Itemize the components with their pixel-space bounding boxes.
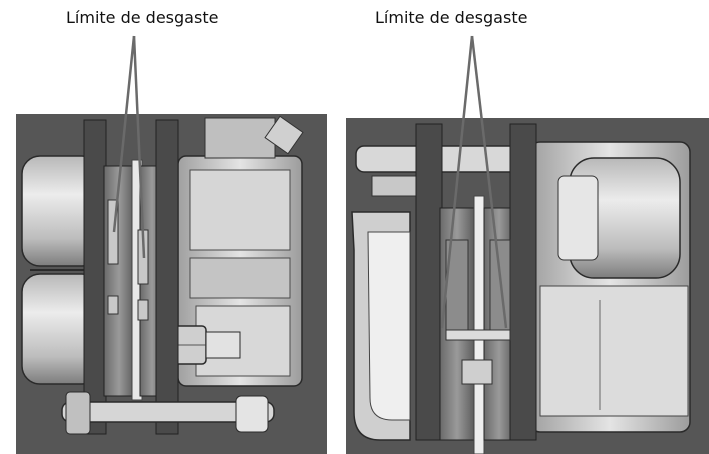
right-leader-line-2 bbox=[470, 35, 508, 329]
right-leader-line-1 bbox=[440, 35, 474, 329]
right-disc bbox=[473, 195, 485, 454]
left-wear-groove-1 bbox=[107, 199, 119, 265]
right-caliper-figure bbox=[346, 35, 709, 454]
left-guide-pin bbox=[61, 401, 275, 423]
wear-limit-label-right: Límite de desgaste bbox=[375, 8, 528, 27]
left-inner-plate bbox=[155, 119, 179, 435]
right-inner-plate bbox=[509, 123, 537, 441]
wear-limit-label-left: Límite de desgaste bbox=[66, 8, 219, 27]
left-outer-plate bbox=[83, 119, 107, 435]
left-caliper-figure bbox=[16, 35, 327, 454]
left-leader-line-2 bbox=[132, 35, 146, 259]
left-leader-line-1 bbox=[112, 35, 136, 233]
right-outer-plate bbox=[415, 123, 443, 441]
left-bracket-top bbox=[204, 117, 276, 159]
